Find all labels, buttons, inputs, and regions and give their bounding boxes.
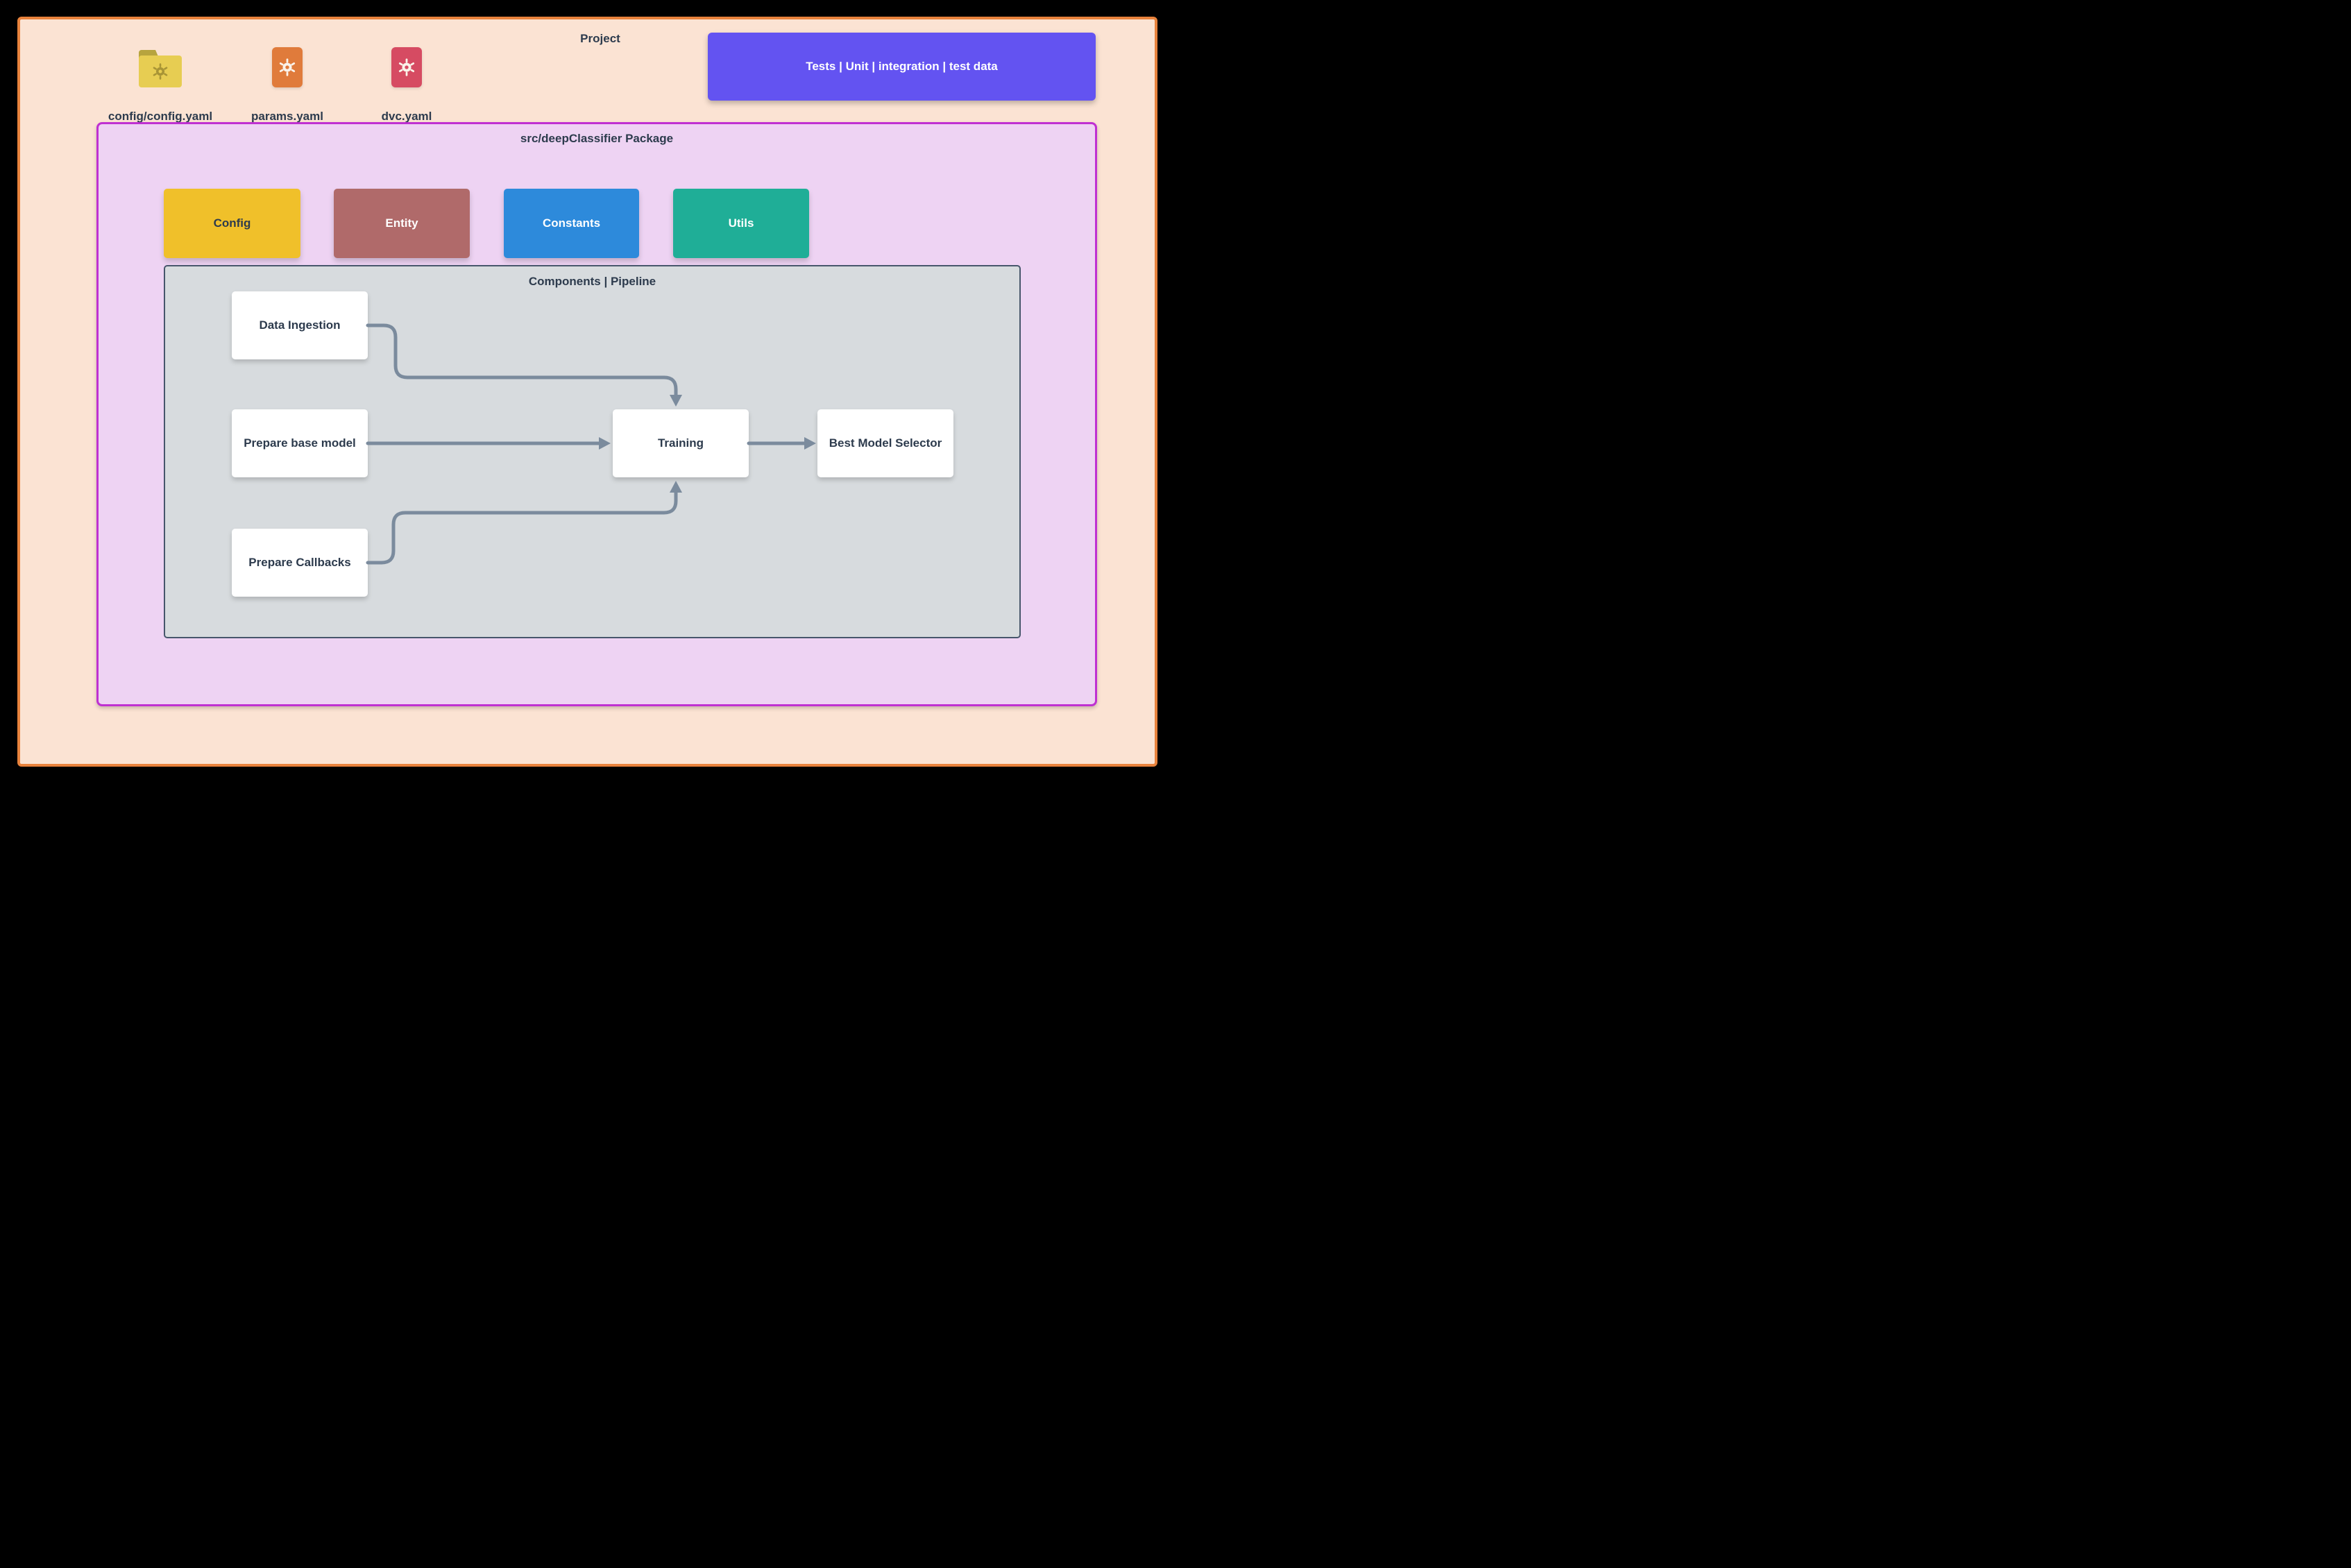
config-yaml-label: config/config.yaml — [108, 110, 213, 123]
node-training-label: Training — [657, 436, 704, 450]
node-best-model-selector-label: Best Model Selector — [829, 436, 942, 450]
module-entity-label: Entity — [385, 216, 418, 230]
pipeline-title: Components | Pipeline — [528, 275, 656, 288]
node-data-ingestion-label: Data Ingestion — [259, 318, 341, 332]
module-config[interactable]: Config — [164, 189, 300, 258]
page-title: Project — [580, 32, 620, 45]
dvc-yaml-file[interactable] — [391, 47, 422, 87]
gear-icon — [398, 58, 415, 76]
node-prepare-base-model-label: Prepare base model — [244, 436, 356, 450]
tests-button[interactable]: Tests | Unit | integration | test data — [708, 33, 1096, 101]
tests-button-label: Tests | Unit | integration | test data — [806, 60, 998, 73]
node-data-ingestion[interactable]: Data Ingestion — [232, 291, 368, 359]
node-prepare-callbacks[interactable]: Prepare Callbacks — [232, 529, 368, 597]
config-yaml-file[interactable] — [139, 50, 182, 87]
module-entity[interactable]: Entity — [334, 189, 470, 258]
node-best-model-selector[interactable]: Best Model Selector — [817, 409, 953, 477]
module-utils-label: Utils — [728, 216, 754, 230]
params-yaml-file[interactable] — [272, 47, 303, 87]
node-prepare-callbacks-label: Prepare Callbacks — [248, 556, 351, 569]
dvc-yaml-label: dvc.yaml — [381, 110, 432, 123]
module-constants[interactable]: Constants — [504, 189, 639, 258]
node-prepare-base-model[interactable]: Prepare base model — [232, 409, 368, 477]
module-constants-label: Constants — [542, 216, 601, 230]
module-config-label: Config — [213, 216, 251, 230]
gear-icon — [153, 63, 168, 80]
node-training[interactable]: Training — [613, 409, 749, 477]
gear-icon — [279, 58, 296, 76]
package-title: src/deepClassifier Package — [520, 132, 674, 145]
params-yaml-label: params.yaml — [251, 110, 323, 123]
module-utils[interactable]: Utils — [673, 189, 809, 258]
project-canvas: config/config.yaml params.yaml — [17, 17, 1157, 767]
